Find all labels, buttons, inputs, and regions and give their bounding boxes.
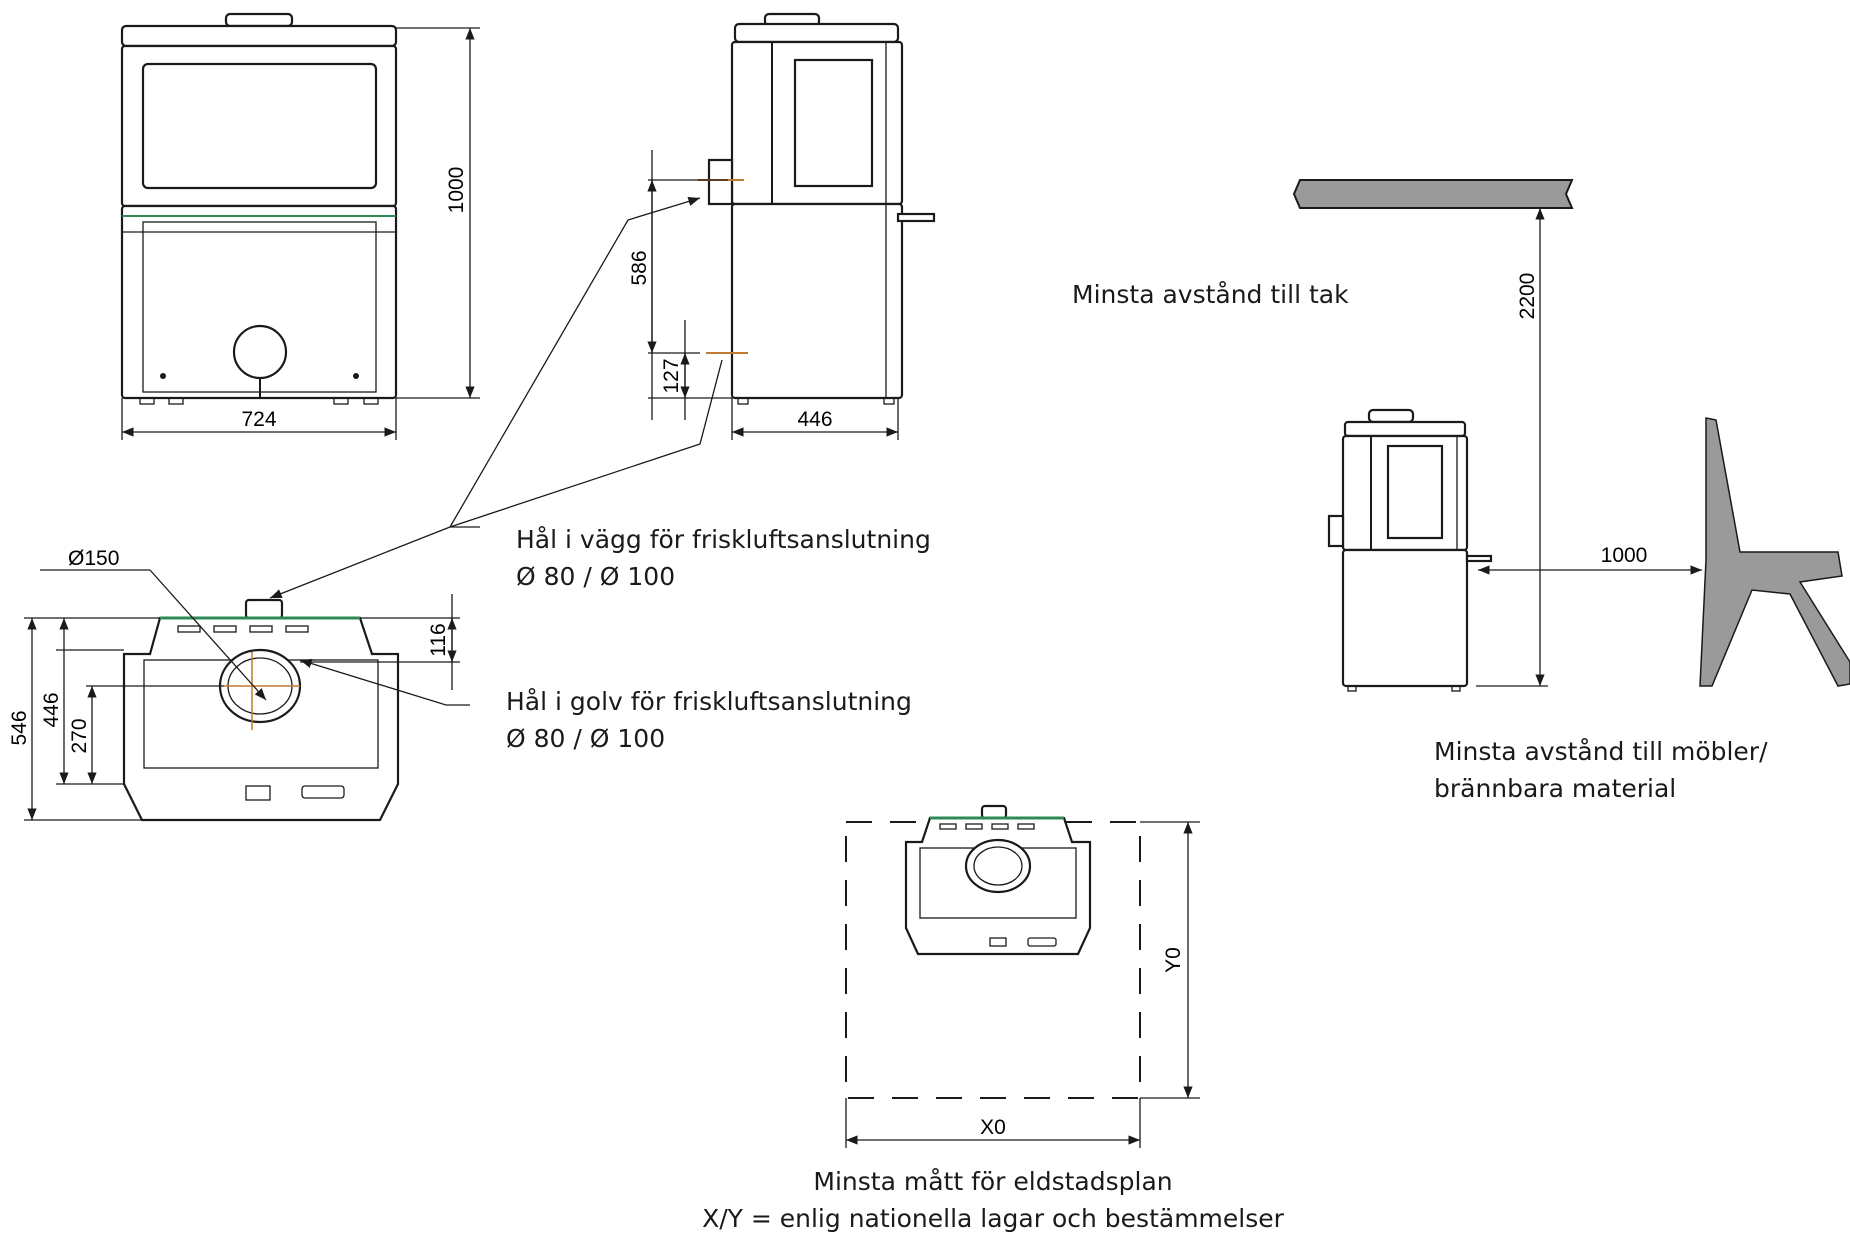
front-width-label: 724 [241, 408, 276, 431]
front-view: 1000 724 [120, 12, 480, 440]
floor-hole-caption-2: Ø 80 / Ø 100 [506, 724, 665, 753]
clearance-view: 2200 1000 [1292, 179, 1850, 692]
wall-hole-caption-2: Ø 80 / Ø 100 [516, 562, 675, 591]
hearth-caption-1: Minsta mått för eldstadsplan [813, 1167, 1172, 1196]
side-view: 586 127 446 [628, 12, 936, 440]
ceiling-distance-label: 2200 [1516, 273, 1539, 320]
front-height-label: 1000 [445, 167, 468, 214]
floor-hole-caption-1: Hål i golv för friskluftsanslutning [506, 687, 912, 716]
top-view: Ø150 546 446 270 116 [8, 547, 470, 822]
side-upper-hole-label: 586 [628, 250, 651, 285]
side-depth-label: 446 [797, 408, 832, 431]
top-hole-b-label: 270 [68, 718, 91, 753]
furniture-distance-label: 1000 [1601, 544, 1648, 567]
wall-hole-caption-1: Hål i vägg för friskluftsanslutning [516, 525, 931, 554]
ceiling-caption: Minsta avstånd till tak [1072, 280, 1349, 309]
side-lower-hole-label: 127 [660, 358, 683, 393]
hearth-depth-label: Y0 [1162, 947, 1185, 973]
ceiling-slab [1292, 179, 1574, 209]
top-hole-a-label: 446 [40, 692, 63, 727]
hearth-width-label: X0 [980, 1116, 1006, 1139]
flue-diameter-label: Ø150 [68, 547, 119, 570]
furniture-caption-1: Minsta avstånd till möbler/ [1434, 737, 1768, 766]
hearth-plan: Y0 X0 [845, 804, 1200, 1148]
top-rear-offset-label: 116 [427, 623, 450, 656]
chair-icon [1699, 417, 1850, 687]
furniture-caption-2: brännbara material [1434, 774, 1676, 803]
wall-hole-leader [269, 196, 723, 599]
top-depth-label: 546 [8, 710, 31, 745]
hearth-caption-2: X/Y = enlig nationella lagar och bestämm… [702, 1204, 1285, 1233]
